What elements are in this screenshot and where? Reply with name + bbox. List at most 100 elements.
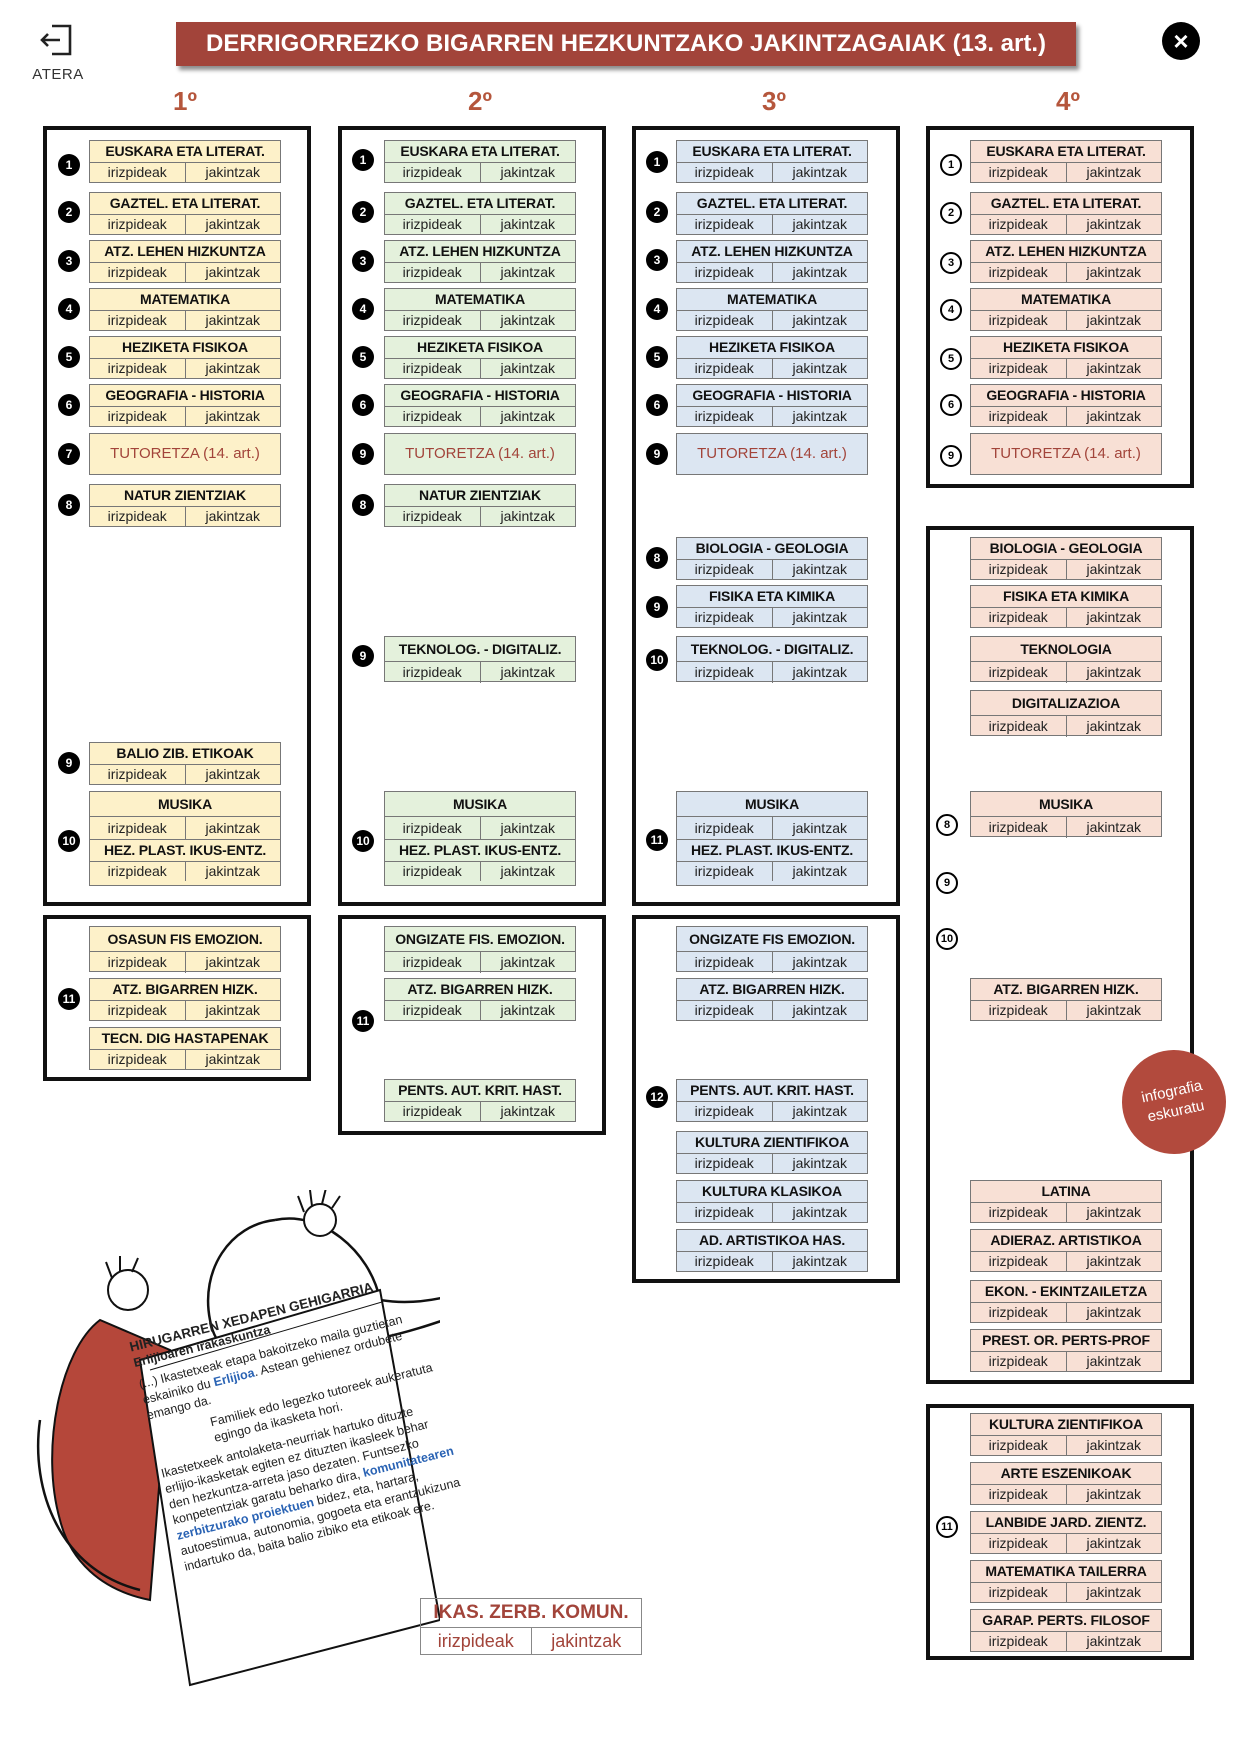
irizpideak-link[interactable]: irizpideak [385,407,481,426]
close-button[interactable]: × [1162,22,1200,60]
jakintzak-link[interactable]: jakintzak [500,820,555,836]
irizpideak-link[interactable]: irizpideak [90,215,186,234]
irizpideak-link[interactable]: irizpideak [385,817,481,839]
irizpideak-link[interactable]: irizpideak [971,1534,1067,1553]
subject-tutoretza-y4[interactable]: TUTORETZA (14. art.) [970,433,1162,475]
irizpideak-link[interactable]: irizpideak [971,662,1067,683]
jakintzak-link[interactable]: jakintzak [500,508,555,524]
irizpideak-link[interactable]: irizpideak [90,507,186,526]
jakintzak-link[interactable]: jakintzak [551,1631,622,1651]
jakintzak-link[interactable]: jakintzak [205,408,260,424]
irizpideak-link[interactable]: irizpideak [971,215,1067,234]
jakintzak-link[interactable]: jakintzak [792,664,847,680]
jakintzak-link[interactable]: jakintzak [792,609,847,625]
irizpideak-link[interactable]: irizpideak [90,163,186,182]
jakintzak-link[interactable]: jakintzak [205,1002,260,1018]
irizpideak-link[interactable]: irizpideak [385,662,481,683]
jakintzak-link[interactable]: jakintzak [500,264,555,280]
irizpideak-link[interactable]: irizpideak [90,765,186,784]
subject-tutoretza-y1[interactable]: TUTORETZA (14. art.) [89,433,281,475]
irizpideak-link[interactable]: irizpideak [677,862,773,881]
jakintzak-link[interactable]: jakintzak [205,508,260,524]
irizpideak-link[interactable]: irizpideak [971,560,1067,579]
jakintzak-link[interactable]: jakintzak [1086,819,1141,835]
jakintzak-link[interactable]: jakintzak [500,312,555,328]
irizpideak-link[interactable]: irizpideak [677,817,773,839]
jakintzak-link[interactable]: jakintzak [1086,1584,1141,1600]
back-button[interactable]: ATERA [28,20,88,92]
irizpideak-link[interactable]: irizpideak [385,311,481,330]
irizpideak-link[interactable]: irizpideak [971,163,1067,182]
jakintzak-link[interactable]: jakintzak [1086,1253,1141,1269]
irizpideak-link[interactable]: irizpideak [971,1583,1067,1602]
jakintzak-link[interactable]: jakintzak [1086,1304,1141,1320]
irizpideak-link[interactable]: irizpideak [971,311,1067,330]
jakintzak-link[interactable]: jakintzak [205,766,260,782]
irizpideak-link[interactable]: irizpideak [677,311,773,330]
irizpideak-link[interactable]: irizpideak [971,817,1067,838]
jakintzak-link[interactable]: jakintzak [1086,264,1141,280]
jakintzak-link[interactable]: jakintzak [792,408,847,424]
irizpideak-link[interactable]: irizpideak [677,662,773,683]
jakintzak-link[interactable]: jakintzak [792,1103,847,1119]
irizpideak-link[interactable]: irizpideak [971,1485,1067,1504]
irizpideak-link[interactable]: irizpideak [971,407,1067,426]
irizpideak-link[interactable]: irizpideak [385,507,481,526]
subject-tutoretza-y2[interactable]: TUTORETZA (14. art.) [384,433,576,475]
jakintzak-link[interactable]: jakintzak [205,164,260,180]
jakintzak-link[interactable]: jakintzak [1086,1204,1141,1220]
irizpideak-link[interactable]: irizpideak [90,817,186,839]
irizpideak-link[interactable]: irizpideak [677,1001,773,1020]
jakintzak-link[interactable]: jakintzak [1086,360,1141,376]
jakintzak-link[interactable]: jakintzak [1086,609,1141,625]
irizpideak-link[interactable]: irizpideak [971,1303,1067,1322]
subject-tutoretza-y3[interactable]: TUTORETZA (14. art.) [676,433,868,475]
irizpideak-link[interactable]: irizpideak [971,716,1067,737]
jakintzak-link[interactable]: jakintzak [1086,1002,1141,1018]
jakintzak-link[interactable]: jakintzak [500,863,555,879]
jakintzak-link[interactable]: jakintzak [205,312,260,328]
jakintzak-link[interactable]: jakintzak [205,954,260,970]
irizpideak-link[interactable]: irizpideak [677,1203,773,1222]
irizpideak-link[interactable]: irizpideak [971,1203,1067,1222]
jakintzak-link[interactable]: jakintzak [1086,718,1141,734]
jakintzak-link[interactable]: jakintzak [500,408,555,424]
irizpideak-link[interactable]: irizpideak [385,359,481,378]
irizpideak-link[interactable]: irizpideak [677,215,773,234]
jakintzak-link[interactable]: jakintzak [1086,164,1141,180]
irizpideak-link[interactable]: irizpideak [385,1001,481,1020]
jakintzak-link[interactable]: jakintzak [1086,312,1141,328]
irizpideak-link[interactable]: irizpideak [971,1352,1067,1371]
irizpideak-link[interactable]: irizpideak [971,608,1067,627]
irizpideak-link[interactable]: irizpideak [971,1001,1067,1020]
irizpideak-link[interactable]: irizpideak [90,1050,186,1069]
jakintzak-link[interactable]: jakintzak [205,360,260,376]
jakintzak-link[interactable]: jakintzak [1086,1633,1141,1649]
irizpideak-link[interactable]: irizpideak [90,407,186,426]
irizpideak-link[interactable]: irizpideak [971,1252,1067,1271]
jakintzak-link[interactable]: jakintzak [500,954,555,970]
jakintzak-link[interactable]: jakintzak [500,664,555,680]
irizpideak-link[interactable]: irizpideak [677,1102,773,1121]
irizpideak-link[interactable]: irizpideak [90,263,186,282]
jakintzak-link[interactable]: jakintzak [205,820,260,836]
jakintzak-link[interactable]: jakintzak [205,264,260,280]
irizpideak-link[interactable]: irizpideak [90,1001,186,1020]
jakintzak-link[interactable]: jakintzak [500,1002,555,1018]
irizpideak-link[interactable]: irizpideak [421,1628,532,1654]
irizpideak-link[interactable]: irizpideak [677,608,773,627]
jakintzak-link[interactable]: jakintzak [1086,1353,1141,1369]
jakintzak-link[interactable]: jakintzak [205,216,260,232]
jakintzak-link[interactable]: jakintzak [1086,1535,1141,1551]
jakintzak-link[interactable]: jakintzak [792,164,847,180]
irizpideak-link[interactable]: irizpideak [971,1436,1067,1455]
jakintzak-link[interactable]: jakintzak [500,360,555,376]
jakintzak-link[interactable]: jakintzak [792,820,847,836]
irizpideak-link[interactable]: irizpideak [971,359,1067,378]
irizpideak-link[interactable]: irizpideak [971,263,1067,282]
irizpideak-link[interactable]: irizpideak [677,1252,773,1271]
jakintzak-link[interactable]: jakintzak [1086,1486,1141,1502]
jakintzak-link[interactable]: jakintzak [792,561,847,577]
irizpideak-link[interactable]: irizpideak [90,952,186,973]
jakintzak-link[interactable]: jakintzak [792,1155,847,1171]
